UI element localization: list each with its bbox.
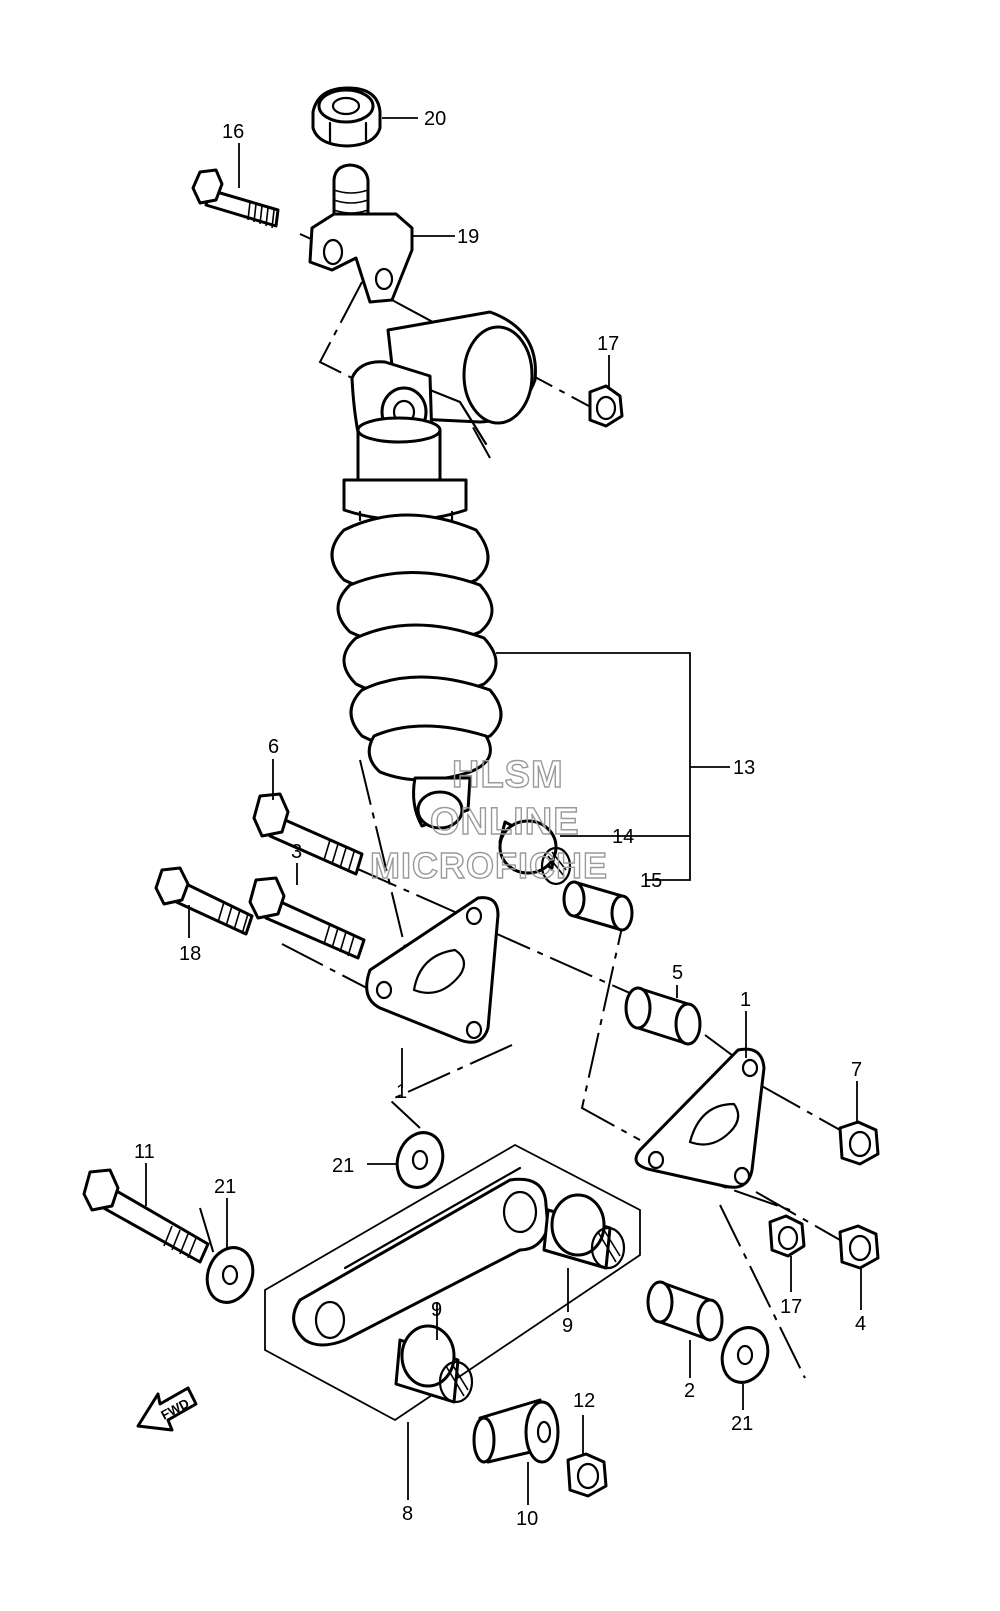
callout-8: 8 — [402, 1503, 413, 1525]
watermark-line-3: MICROFICHE — [370, 845, 608, 886]
callout-1-right: 1 — [740, 989, 751, 1011]
callout-5: 5 — [672, 962, 683, 984]
part-21-washer-left — [205, 1246, 255, 1304]
part-14-bearing — [498, 819, 572, 886]
part-6-bolt — [252, 792, 364, 876]
callout-2: 2 — [684, 1380, 695, 1402]
callout-3: 3 — [291, 841, 302, 863]
callout-14: 14 — [612, 826, 634, 848]
callout-20: 20 — [424, 108, 446, 130]
callout-bracket-13 — [496, 652, 730, 881]
callout-11: 11 — [134, 1141, 155, 1163]
callout-17-top: 17 — [597, 333, 619, 355]
part-10-collar — [472, 1398, 560, 1464]
part-8-lever-rod — [292, 1166, 550, 1347]
callout-21-center: 21 — [332, 1155, 354, 1177]
part-11-bolt — [82, 1168, 210, 1264]
watermark-line-1: HLSM — [452, 754, 564, 796]
part-1-plate-right — [634, 1047, 766, 1189]
callout-4: 4 — [855, 1313, 866, 1335]
part-13-shock-absorber — [330, 310, 537, 830]
callout-21-left: 21 — [214, 1176, 236, 1198]
leader-lines — [145, 117, 862, 1505]
part-21-washer-right — [720, 1326, 770, 1384]
callout-13: 13 — [733, 757, 755, 779]
part-18-bolt — [154, 866, 254, 936]
callout-10: 10 — [516, 1508, 538, 1530]
fwd-label: FWD — [158, 1395, 191, 1422]
callout-15: 15 — [640, 870, 662, 892]
fwd-arrow-icon: FWD — [136, 1386, 198, 1432]
part-15-spacer — [562, 880, 634, 932]
callout-12: 12 — [573, 1390, 595, 1412]
part-2-spacer — [646, 1280, 724, 1342]
callouts: 16 20 19 17 13 6 14 15 3 18 5 1 7 1 21 1… — [134, 108, 866, 1530]
part-17-nut-top — [588, 384, 624, 428]
part-4-nut — [838, 1224, 880, 1270]
watermark-line-2: ONLINE — [430, 801, 580, 843]
part-17-nut-lower — [768, 1214, 806, 1258]
callout-9-upper: 9 — [562, 1315, 573, 1337]
part-21-washer-center — [395, 1131, 445, 1189]
part-16-bolt — [191, 168, 280, 229]
part-9-bearing-upper — [542, 1193, 626, 1270]
callout-1-left: 1 — [396, 1081, 407, 1103]
part-8-lever-assembly — [264, 1143, 641, 1422]
part-3-bolt — [248, 876, 366, 960]
callout-7: 7 — [851, 1059, 862, 1081]
callout-17-lower: 17 — [780, 1296, 802, 1318]
callout-16: 16 — [222, 121, 244, 143]
part-7-nut — [838, 1120, 880, 1166]
part-5-spacer — [624, 986, 702, 1046]
callout-18: 18 — [179, 943, 201, 965]
part-1-plate-left — [365, 896, 500, 1044]
part-19-clevis — [308, 163, 414, 304]
part-20-nut — [311, 86, 382, 148]
callout-6: 6 — [268, 736, 279, 758]
callout-19: 19 — [457, 226, 479, 248]
callout-9-lower: 9 — [431, 1299, 442, 1321]
part-9-bearing-lower — [394, 1324, 474, 1404]
callout-21-right: 21 — [731, 1413, 753, 1435]
part-12-nut — [566, 1452, 608, 1498]
watermark: HLSM ONLINE MICROFICHE — [369, 753, 608, 886]
